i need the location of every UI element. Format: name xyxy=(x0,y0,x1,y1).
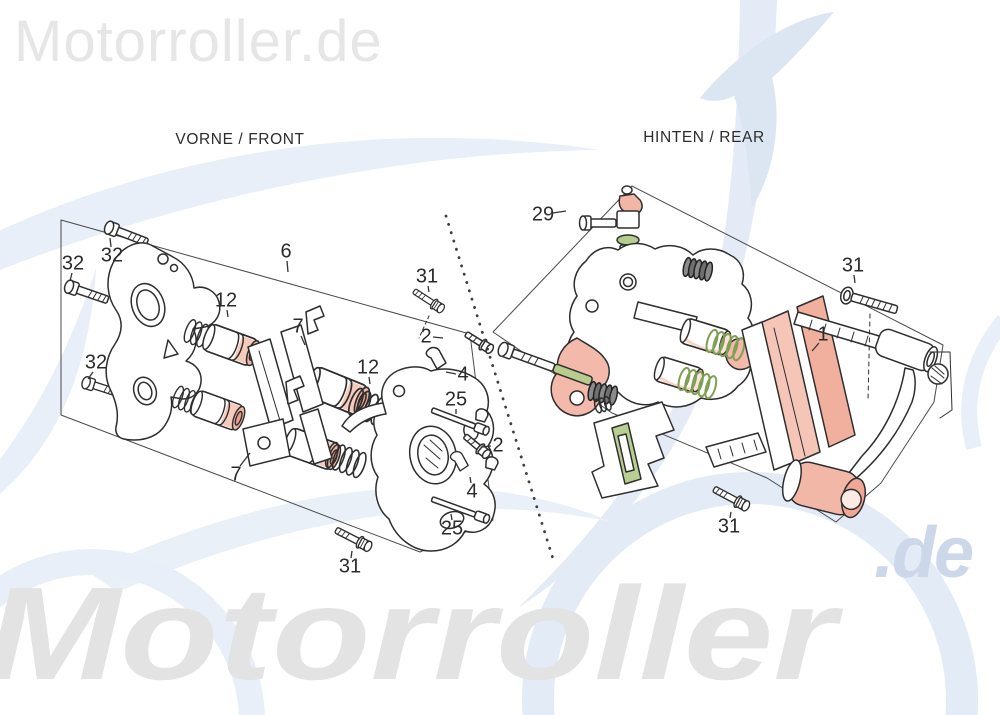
part-callout-32: 32 xyxy=(61,252,85,275)
watermark-top-logo: Motorroller.de xyxy=(14,9,383,74)
part-callout-1: 1 xyxy=(817,323,829,346)
part-callout-4: 4 xyxy=(457,363,469,386)
part-callout-7: 7 xyxy=(230,463,242,486)
part-callout-31: 31 xyxy=(717,515,741,538)
part-callout-31: 31 xyxy=(841,254,865,277)
part-callout-12: 12 xyxy=(356,356,380,379)
part-callout-4: 4 xyxy=(466,480,478,503)
divider-dotted-line xyxy=(444,214,556,564)
part-callout-7: 7 xyxy=(292,315,304,338)
watermark-de-suffix: .de xyxy=(874,513,974,593)
front-caliper-group xyxy=(60,219,500,555)
part-callout-31: 31 xyxy=(338,555,362,578)
part-callout-32: 32 xyxy=(100,244,124,267)
part-callout-2: 2 xyxy=(420,325,432,348)
part-callout-25: 25 xyxy=(444,388,468,411)
rear-caliper-group xyxy=(492,185,953,523)
part-callout-2: 2 xyxy=(492,434,504,457)
section-heading-rear: HINTEN / REAR xyxy=(643,129,765,146)
part-callout-25: 25 xyxy=(440,517,464,540)
part-callout-12: 12 xyxy=(214,289,238,312)
watermark-bottom-logo: Motorroller xyxy=(0,560,836,707)
brand-bird-logo xyxy=(700,12,834,208)
part-callout-29: 29 xyxy=(531,203,555,226)
section-heading-front: VORNE / FRONT xyxy=(175,131,305,148)
part-callout-31: 31 xyxy=(415,265,439,288)
part-callout-6: 6 xyxy=(280,240,292,263)
part-callout-32: 32 xyxy=(84,351,108,374)
